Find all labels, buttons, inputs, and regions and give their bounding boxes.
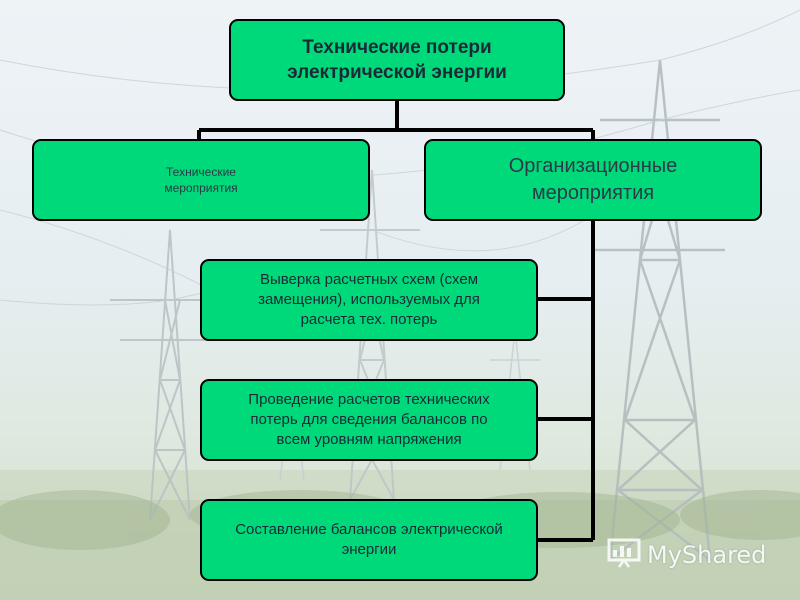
presentation-board-icon (607, 538, 641, 573)
node-org-item-schemes: Выверка расчетных схем (схем замещения),… (200, 259, 538, 341)
watermark: MyShared (607, 535, 766, 575)
node-org-item-balances: Составление балансов электрической энерг… (200, 499, 538, 581)
node-technical-measures: Технические мероприятия (32, 139, 370, 221)
node-organizational-measures: Организационные мероприятия (424, 139, 762, 221)
root-node-technical-losses: Технические потери электрической энергии (229, 19, 565, 101)
node-org-item-calculations: Проведение расчетов технических потерь д… (200, 379, 538, 461)
watermark-text: MyShared (647, 541, 767, 569)
